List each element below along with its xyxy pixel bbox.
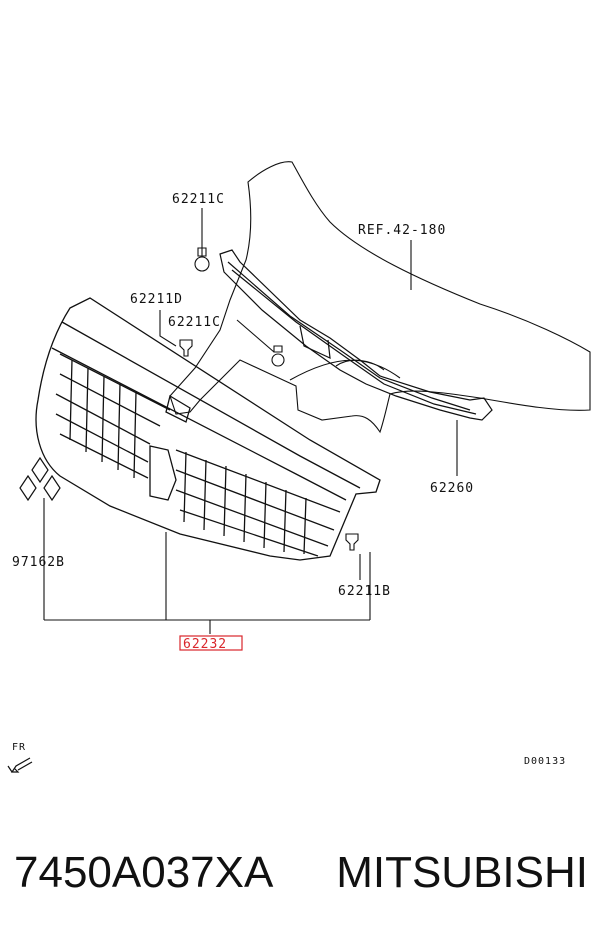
footer: 7450A037XA MITSUBISHI — [0, 838, 600, 908]
label-clip-62211c-mid: 62211C — [168, 315, 221, 330]
label-front: FR — [12, 742, 26, 753]
parts-diagram: 62211C REF.42-180 62211D 62211C 62260 97… — [7, 161, 591, 773]
clip-icons — [179, 247, 359, 551]
label-emblem: 97162B — [12, 555, 65, 570]
label-molding: 62260 — [430, 481, 474, 496]
part-number: 7450A037XA — [14, 848, 274, 897]
leader-lines — [43, 208, 458, 634]
label-grille: 62232 — [183, 637, 227, 652]
brand-name: MITSUBISHI — [336, 848, 588, 897]
front-arrow-icon — [7, 757, 33, 773]
label-clip-62211d: 62211D — [130, 292, 183, 307]
upper-molding — [219, 249, 493, 421]
clip-62211d-icon — [179, 339, 193, 357]
clip-62211c-top-icon — [194, 256, 210, 272]
label-diagram-code: D00133 — [524, 756, 566, 767]
front-grille — [35, 297, 381, 561]
label-clip-62211c-top: 62211C — [172, 192, 225, 207]
grille-label-highlight — [179, 635, 243, 651]
clip-62211c-mid-icon — [271, 353, 285, 367]
clip-62211b-icon — [345, 533, 359, 551]
hood-panel — [169, 161, 591, 434]
label-ref: REF.42-180 — [358, 223, 446, 238]
label-clip-62211b: 62211B — [338, 584, 391, 599]
emblem-icon — [19, 456, 61, 502]
